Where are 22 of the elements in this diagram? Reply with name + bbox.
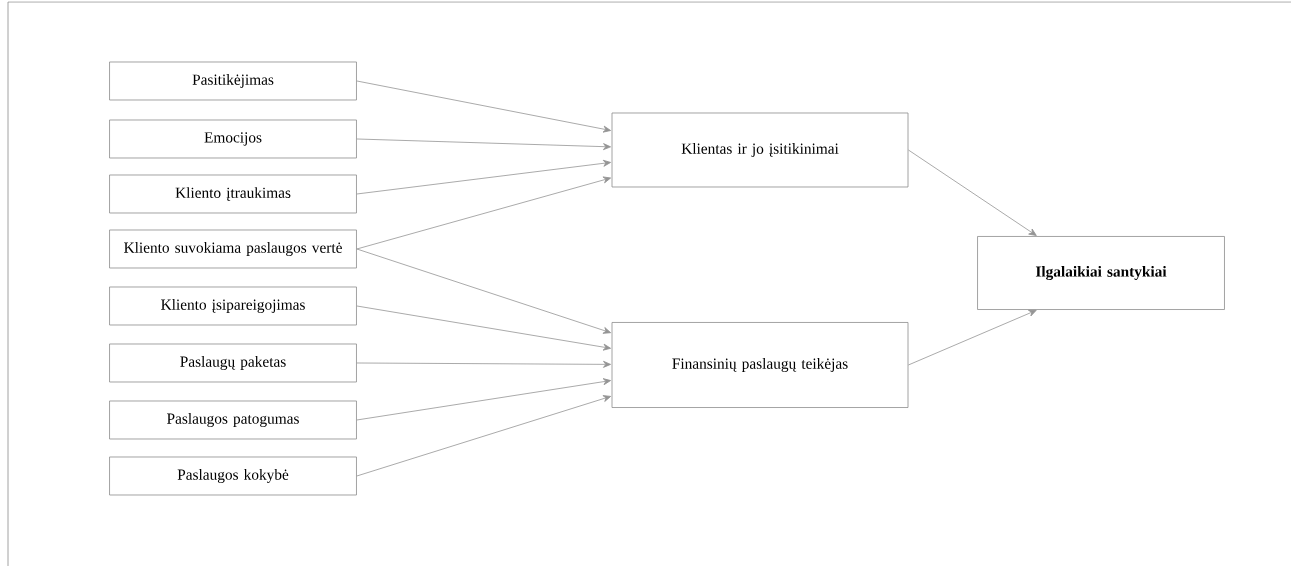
arrow bbox=[356, 360, 611, 368]
text-box: Emocijos bbox=[109, 119, 357, 159]
arrow bbox=[356, 176, 612, 250]
text-box: Kliento įsipareigojimas bbox=[109, 286, 357, 326]
arrow bbox=[908, 309, 1037, 366]
text-box: Kliento suvokiama paslaugos vertė bbox=[109, 229, 357, 269]
arrow bbox=[356, 80, 611, 133]
arrow bbox=[356, 248, 612, 334]
arrow bbox=[356, 159, 611, 195]
text-box: Klientas ir jo įsitikinimai bbox=[611, 112, 909, 188]
arrow bbox=[356, 138, 611, 151]
text-box: Paslaugos patogumas bbox=[109, 400, 357, 440]
arrow bbox=[356, 305, 611, 351]
arrow bbox=[908, 149, 1037, 236]
arrow bbox=[356, 378, 611, 421]
text-box: Pasitikėjimas bbox=[109, 61, 357, 101]
text-box: Kliento įtraukimas bbox=[109, 174, 357, 214]
arrow bbox=[356, 395, 612, 477]
text-box: Ilgalaikiai santykiai bbox=[977, 236, 1225, 310]
text-box: Finansinių paslaugų teikėjas bbox=[611, 322, 909, 408]
text-box: Paslaugų paketas bbox=[109, 343, 357, 383]
text-box: Paslaugos kokybė bbox=[109, 456, 357, 496]
